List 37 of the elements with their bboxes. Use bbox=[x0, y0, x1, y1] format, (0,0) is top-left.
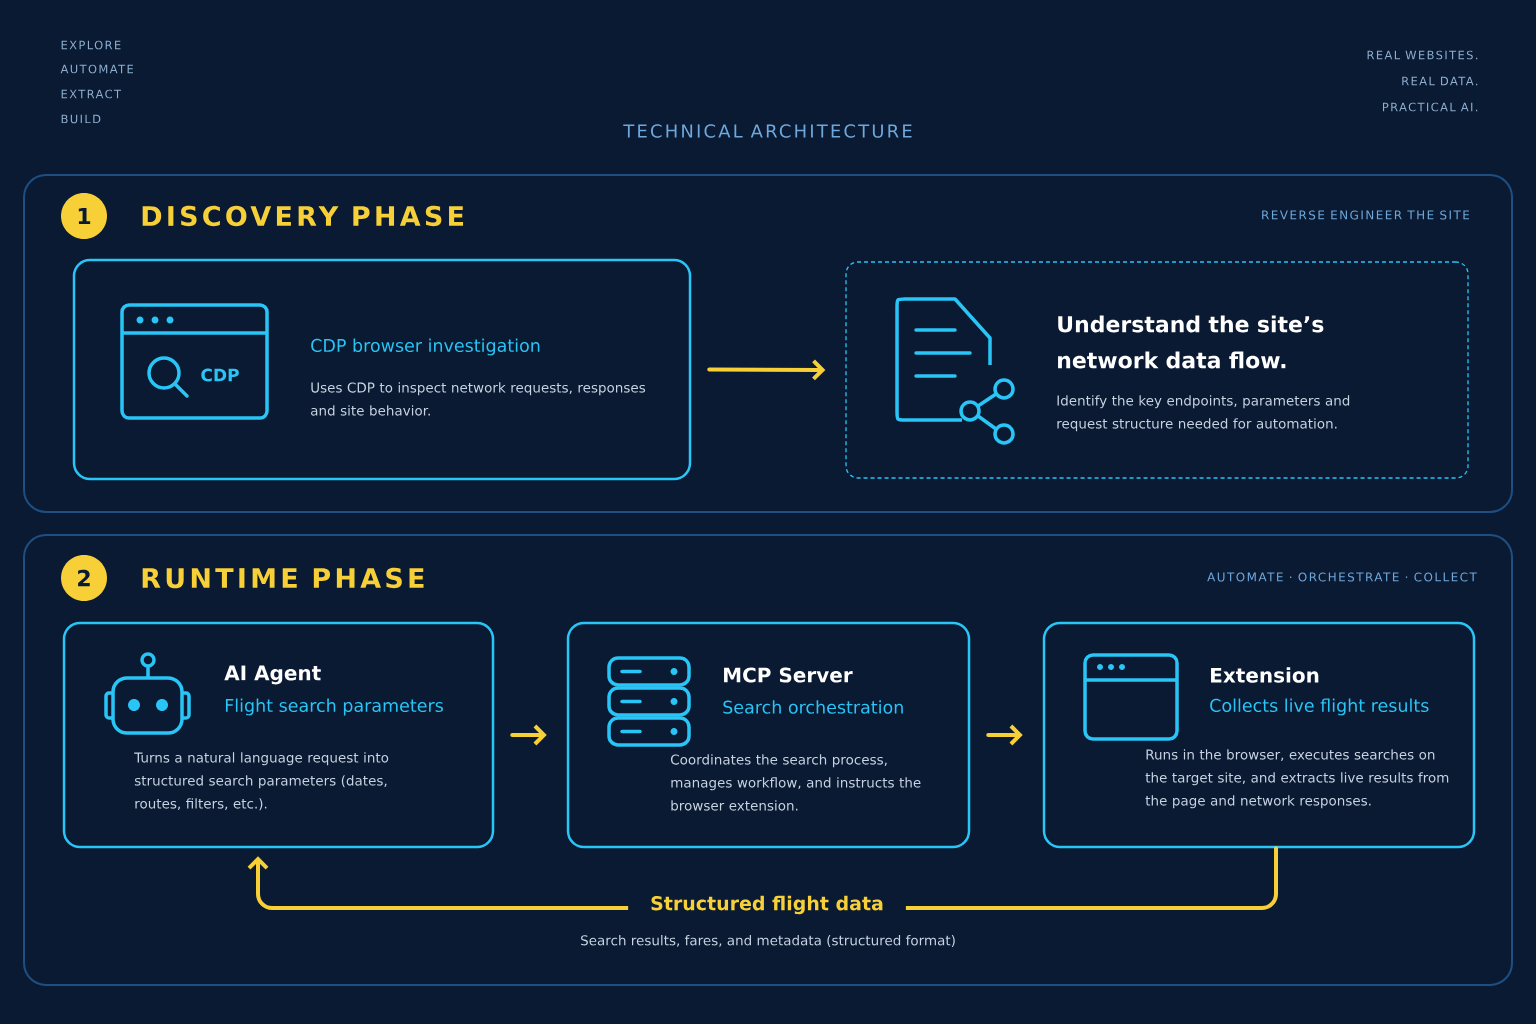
card-subtitle: Collects live flight results bbox=[1210, 698, 1429, 716]
tag-line: AUTOMATE bbox=[60, 64, 133, 74]
card-description: Turns a natural language request into structured search parameters (dates, routes, filters, etc.). bbox=[134, 752, 389, 811]
card-title: Understand the site’s network data flow. bbox=[1058, 315, 1324, 369]
card-description: Identify the key endpoints, parameters and request structure needed for automation. bbox=[1057, 395, 1350, 432]
step-number: 2 bbox=[78, 569, 90, 587]
arrow bbox=[510, 724, 547, 746]
tag-line: REAL DATA. bbox=[1402, 76, 1478, 86]
phase-tagline: REVERSE ENGINEER THE SITE bbox=[1262, 210, 1470, 220]
subtitle: TECHNICAL ARCHITECTURE bbox=[623, 124, 912, 138]
tag-line: BUILD bbox=[61, 114, 101, 124]
number-badge bbox=[61, 193, 107, 239]
card-subtitle: Search orchestration bbox=[723, 700, 903, 714]
tag-line: EXPLORE bbox=[61, 40, 121, 50]
card-title: Extension bbox=[1211, 667, 1319, 683]
card-description: Coordinates the search process, manages workflow, and instructs the browser extension. bbox=[670, 754, 921, 811]
arrow bbox=[986, 724, 1023, 746]
phase-panel bbox=[23, 534, 1513, 986]
tag-line: REAL WEBSITES. bbox=[1367, 50, 1478, 60]
card-description: Uses CDP to inspect network requests, responses and site behavior. bbox=[311, 382, 646, 416]
number-badge bbox=[61, 555, 107, 601]
card-title: AI Agent bbox=[224, 665, 321, 685]
arrow bbox=[707, 359, 826, 381]
tag-line: PRACTICAL AI. bbox=[1383, 102, 1478, 112]
card-subtitle: CDP browser investigation bbox=[311, 338, 540, 356]
phase-panel bbox=[23, 174, 1513, 513]
phase-tagline: AUTOMATE · ORCHESTRATE · COLLECT bbox=[1207, 572, 1477, 582]
phase-heading: RUNTIME PHASE bbox=[142, 567, 424, 589]
icon-label: CDP bbox=[201, 368, 239, 382]
card-title: MCP Server bbox=[724, 667, 853, 683]
tag-line: EXTRACT bbox=[61, 89, 122, 99]
card-description: Runs in the browser, executes searches on the target site, and extracts live results from the page and network responses. bbox=[1145, 749, 1449, 809]
caption-text: Search results, fares, and metadata (structured format) bbox=[581, 935, 955, 947]
card-subtitle: Flight search parameters bbox=[225, 698, 443, 716]
step-number: 1 bbox=[78, 207, 91, 224]
phase-heading: DISCOVERY PHASE bbox=[142, 205, 464, 227]
edge-label: Structured flight data bbox=[628, 891, 906, 919]
